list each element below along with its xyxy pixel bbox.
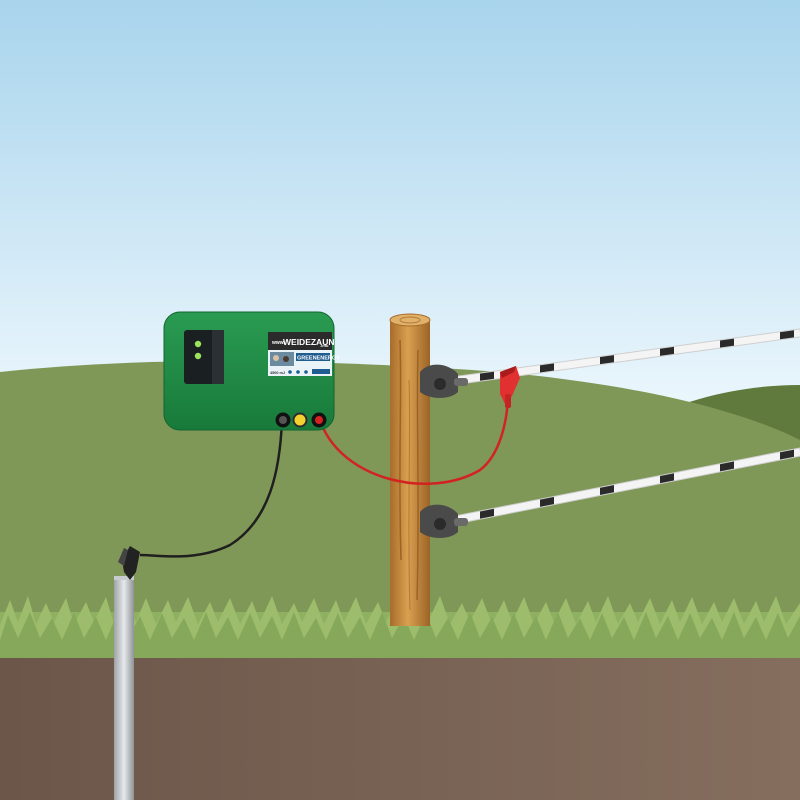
model-name: GREENENERGY xyxy=(297,356,340,362)
ground-cable-black xyxy=(139,419,284,558)
fence-terminal-icon xyxy=(311,412,327,428)
fence-cable-red xyxy=(318,391,510,485)
crocodile-clip-icon xyxy=(500,366,520,408)
wooden-fence-post xyxy=(389,313,431,626)
insulator-upper xyxy=(420,364,468,398)
brand-name: WEIDEZAUN xyxy=(283,337,334,347)
ground-rod xyxy=(114,576,134,800)
ground-clip xyxy=(118,546,140,580)
insulator-lower xyxy=(420,504,468,538)
energizer-label: www. WEIDEZAUN .info GREENENERGY 4500 mJ xyxy=(268,332,340,376)
indicator-terminal xyxy=(292,412,308,428)
ground-terminal-icon xyxy=(275,412,291,428)
model-power: 4500 mJ xyxy=(270,371,285,375)
fence-energizer: www. WEIDEZAUN .info GREENENERGY 4500 mJ xyxy=(163,311,340,431)
fence-wire-lower xyxy=(440,447,800,527)
brand-small: www. xyxy=(271,340,285,346)
brand-tld: .info xyxy=(320,343,329,348)
indicator-led-icon xyxy=(184,330,224,384)
